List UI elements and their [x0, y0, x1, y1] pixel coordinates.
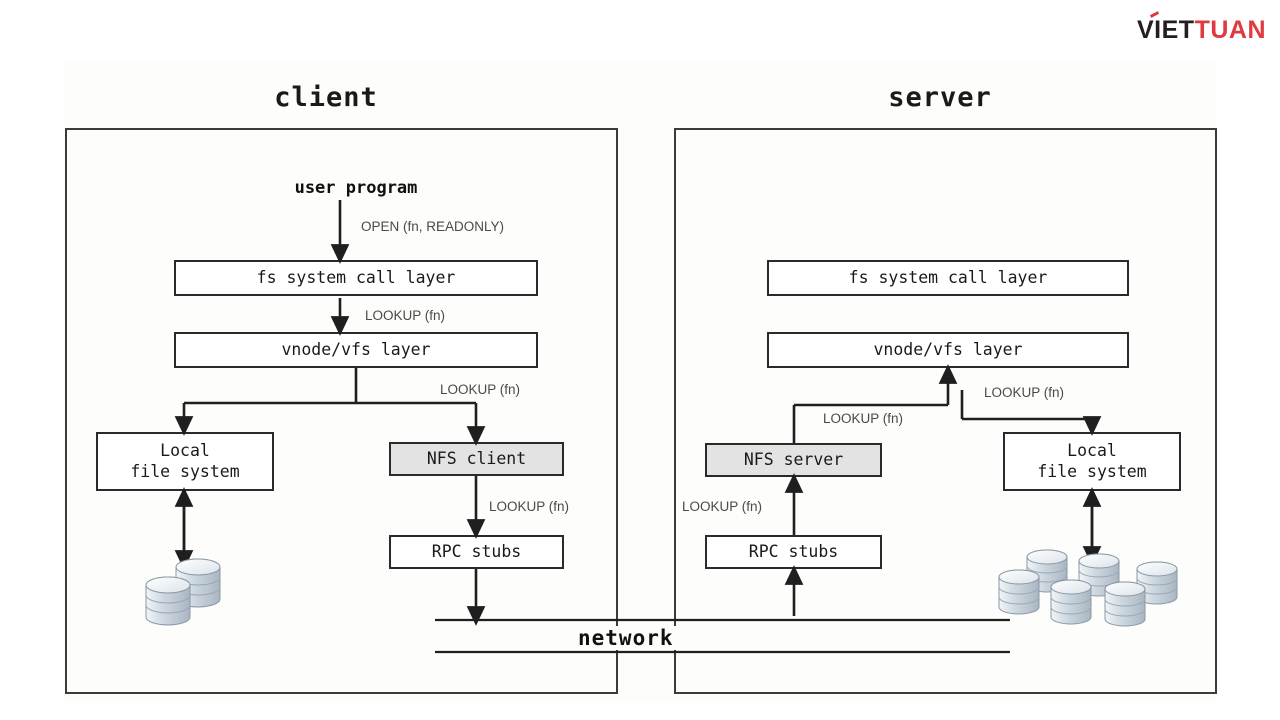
logo-text-tuan: TUAN — [1194, 16, 1266, 44]
client-open-annotation: OPEN (fn, READONLY) — [361, 219, 505, 234]
server-lookup-from-rpc-annotation: LOOKUP (fn) — [682, 499, 763, 514]
logo-text-viet: VIET — [1136, 16, 1195, 44]
server-boundary-frame — [674, 128, 1217, 694]
client-disk-stack-icon — [145, 558, 221, 626]
client-lookup-to-vfs-annotation: LOOKUP (fn) — [365, 308, 446, 323]
client-boundary-frame — [65, 128, 618, 694]
client-fs-system-call-layer-box[interactable]: fs system call layer — [174, 260, 538, 296]
client-local-file-system-box[interactable]: Local file system — [96, 432, 274, 491]
client-lookup-to-nfs-annotation: LOOKUP (fn) — [440, 382, 521, 397]
server-lookup-to-local-annotation: LOOKUP (fn) — [984, 385, 1065, 400]
client-nfs-client-box[interactable]: NFS client — [389, 442, 564, 476]
server-nfs-server-box[interactable]: NFS server — [705, 443, 882, 477]
server-section-title: server — [888, 82, 992, 113]
server-local-file-system-box[interactable]: Local file system — [1003, 432, 1181, 491]
server-rpc-stubs-box[interactable]: RPC stubs — [705, 535, 882, 569]
client-rpc-stubs-box[interactable]: RPC stubs — [389, 535, 564, 569]
server-lookup-from-nfs-annotation: LOOKUP (fn) — [823, 411, 904, 426]
server-vnode-vfs-layer-box[interactable]: vnode/vfs layer — [767, 332, 1129, 368]
client-user-program-label: user program — [294, 178, 418, 198]
client-vnode-vfs-layer-box[interactable]: vnode/vfs layer — [174, 332, 538, 368]
server-fs-system-call-layer-box[interactable]: fs system call layer — [767, 260, 1129, 296]
server-disk-stack-icon — [998, 549, 1178, 627]
network-label: network — [572, 626, 680, 650]
client-lookup-to-rpc-annotation: LOOKUP (fn) — [489, 499, 570, 514]
client-section-title: client — [274, 82, 378, 113]
